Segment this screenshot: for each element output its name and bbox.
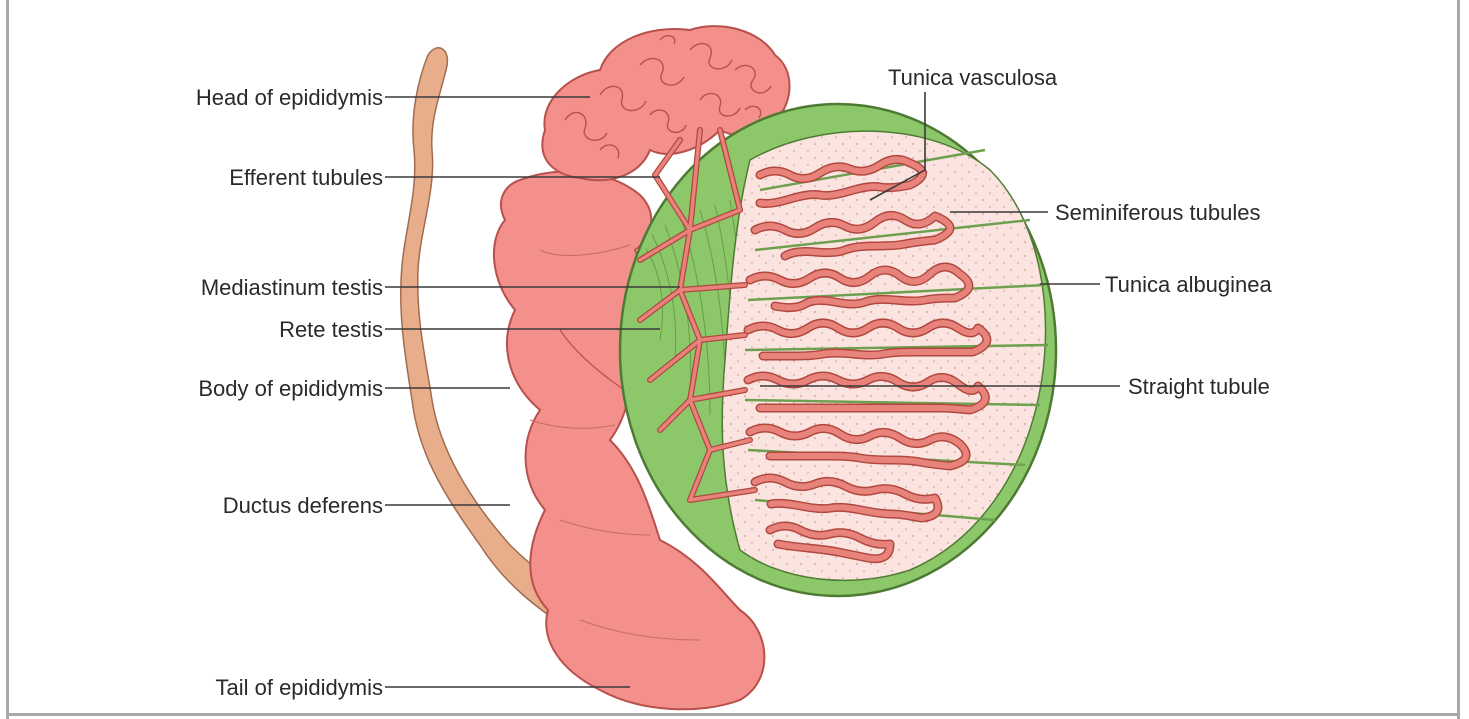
label-seminiferous-tubules: Seminiferous tubules — [1055, 200, 1260, 225]
label-rete-testis: Rete testis — [279, 317, 383, 342]
label-mediastinum-testis: Mediastinum testis — [201, 275, 383, 300]
label-body-of-epididymis: Body of epididymis — [198, 376, 383, 401]
label-efferent-tubules: Efferent tubules — [229, 165, 383, 190]
label-straight-tubule: Straight tubule — [1128, 374, 1270, 399]
label-head-of-epididymis: Head of epididymis — [196, 85, 383, 110]
label-tunica-albuginea: Tunica albuginea — [1105, 272, 1273, 297]
label-ductus-deferens: Ductus deferens — [223, 493, 383, 518]
label-tunica-vasculosa: Tunica vasculosa — [888, 65, 1058, 90]
label-tail-of-epididymis: Tail of epididymis — [215, 675, 383, 700]
